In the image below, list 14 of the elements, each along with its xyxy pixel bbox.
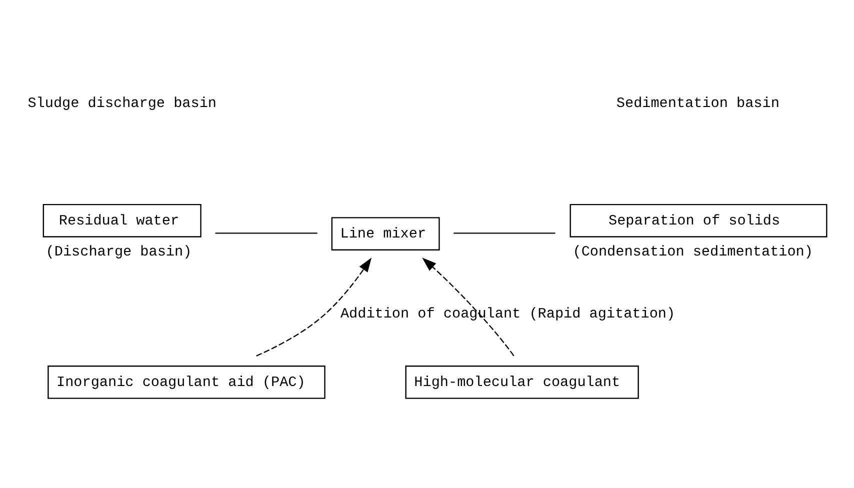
node-label: (Condensation sedimentation) bbox=[572, 244, 813, 260]
node-label: (Discharge basin) bbox=[46, 244, 192, 260]
connector bbox=[215, 232, 318, 234]
arrow bbox=[256, 257, 372, 356]
node-box: Residual water bbox=[42, 203, 202, 237]
connector bbox=[454, 232, 556, 234]
node-box: Line mixer bbox=[331, 216, 440, 250]
arrow bbox=[422, 257, 514, 356]
node-box: Separation of solids bbox=[570, 203, 828, 237]
node-box: High-molecular coagulant bbox=[405, 365, 639, 398]
label: Sedimentation basin bbox=[616, 95, 780, 112]
edge-label: Addition of coagulant (Rapid agitation) bbox=[340, 306, 676, 322]
label: Sludge discharge basin bbox=[28, 95, 216, 112]
node-box: Inorganic coagulant aid (PAC) bbox=[48, 365, 326, 398]
